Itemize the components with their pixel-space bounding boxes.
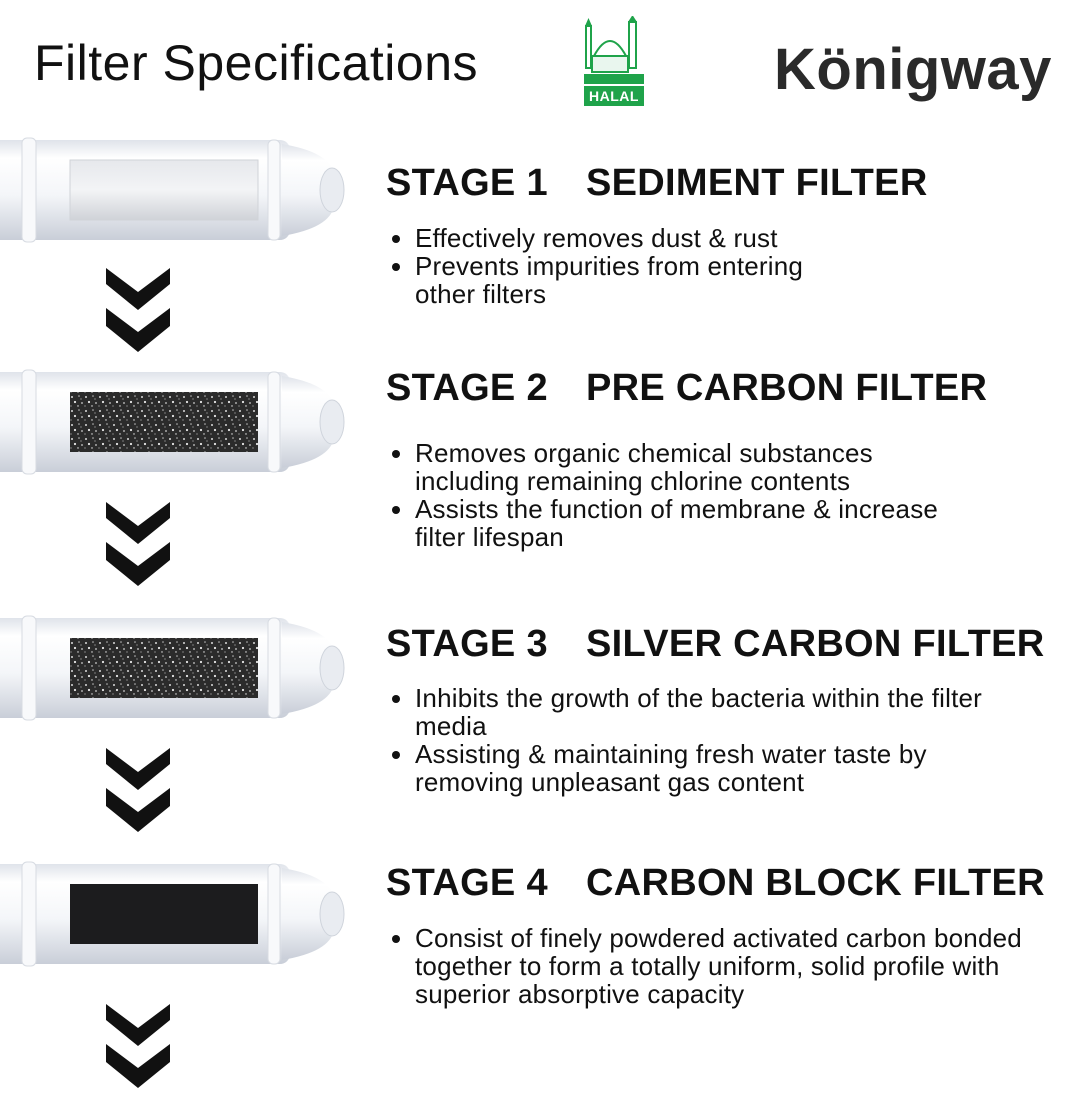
stage-1-heading: STAGE 1 SEDIMENT FILTER bbox=[386, 162, 928, 205]
stage-3-bullets: Inhibits the growth of the bacteria with… bbox=[390, 684, 1030, 796]
chevron-down-icon bbox=[106, 502, 170, 588]
pre-carbon-filter-cartridge-image bbox=[0, 366, 345, 478]
stage-4-label: STAGE 4 bbox=[386, 862, 548, 904]
stage-1-name: SEDIMENT FILTER bbox=[586, 162, 928, 204]
stage-1-label: STAGE 1 bbox=[386, 162, 548, 204]
brand-logo: Königway bbox=[774, 37, 1052, 102]
bullet-item: Assists the function of membrane & incre… bbox=[390, 495, 970, 551]
bullet-item: Removes organic chemical substances incl… bbox=[390, 439, 970, 495]
stage-4-name: CARBON BLOCK FILTER bbox=[586, 862, 1045, 904]
stage-1-bullets: Effectively removes dust & rust Prevents… bbox=[390, 224, 860, 308]
bullet-item: Consist of finely powdered activated car… bbox=[390, 924, 1040, 1008]
sediment-filter-cartridge-image bbox=[0, 134, 345, 246]
chevron-down-icon bbox=[106, 1004, 170, 1090]
stage-4-heading: STAGE 4 CARBON BLOCK FILTER bbox=[386, 862, 1045, 905]
stage-2-label: STAGE 2 bbox=[386, 367, 548, 409]
bullet-item: Effectively removes dust & rust bbox=[390, 224, 860, 252]
chevron-down-icon bbox=[106, 748, 170, 834]
silver-carbon-filter-cartridge-image bbox=[0, 612, 345, 724]
stage-2-name: PRE CARBON FILTER bbox=[586, 367, 988, 409]
halal-certification-logo: HALAL bbox=[582, 15, 646, 108]
stage-4-bullets: Consist of finely powdered activated car… bbox=[390, 924, 1040, 1008]
bullet-item: Prevents impurities from entering other … bbox=[390, 252, 860, 308]
stage-3-label: STAGE 3 bbox=[386, 623, 548, 665]
bullet-item: Assisting & maintaining fresh water tast… bbox=[390, 740, 1030, 796]
bullet-item: Inhibits the growth of the bacteria with… bbox=[390, 684, 1030, 740]
chevron-down-icon bbox=[106, 268, 170, 354]
stage-2-bullets: Removes organic chemical substances incl… bbox=[390, 439, 970, 551]
page-title: Filter Specifications bbox=[34, 35, 478, 91]
carbon-block-filter-cartridge-image bbox=[0, 858, 345, 970]
halal-badge-label: HALAL bbox=[589, 88, 639, 104]
stage-3-name: SILVER CARBON FILTER bbox=[586, 623, 1045, 665]
stage-2-heading: STAGE 2 PRE CARBON FILTER bbox=[386, 367, 987, 410]
stage-3-heading: STAGE 3 SILVER CARBON FILTER bbox=[386, 623, 1044, 666]
